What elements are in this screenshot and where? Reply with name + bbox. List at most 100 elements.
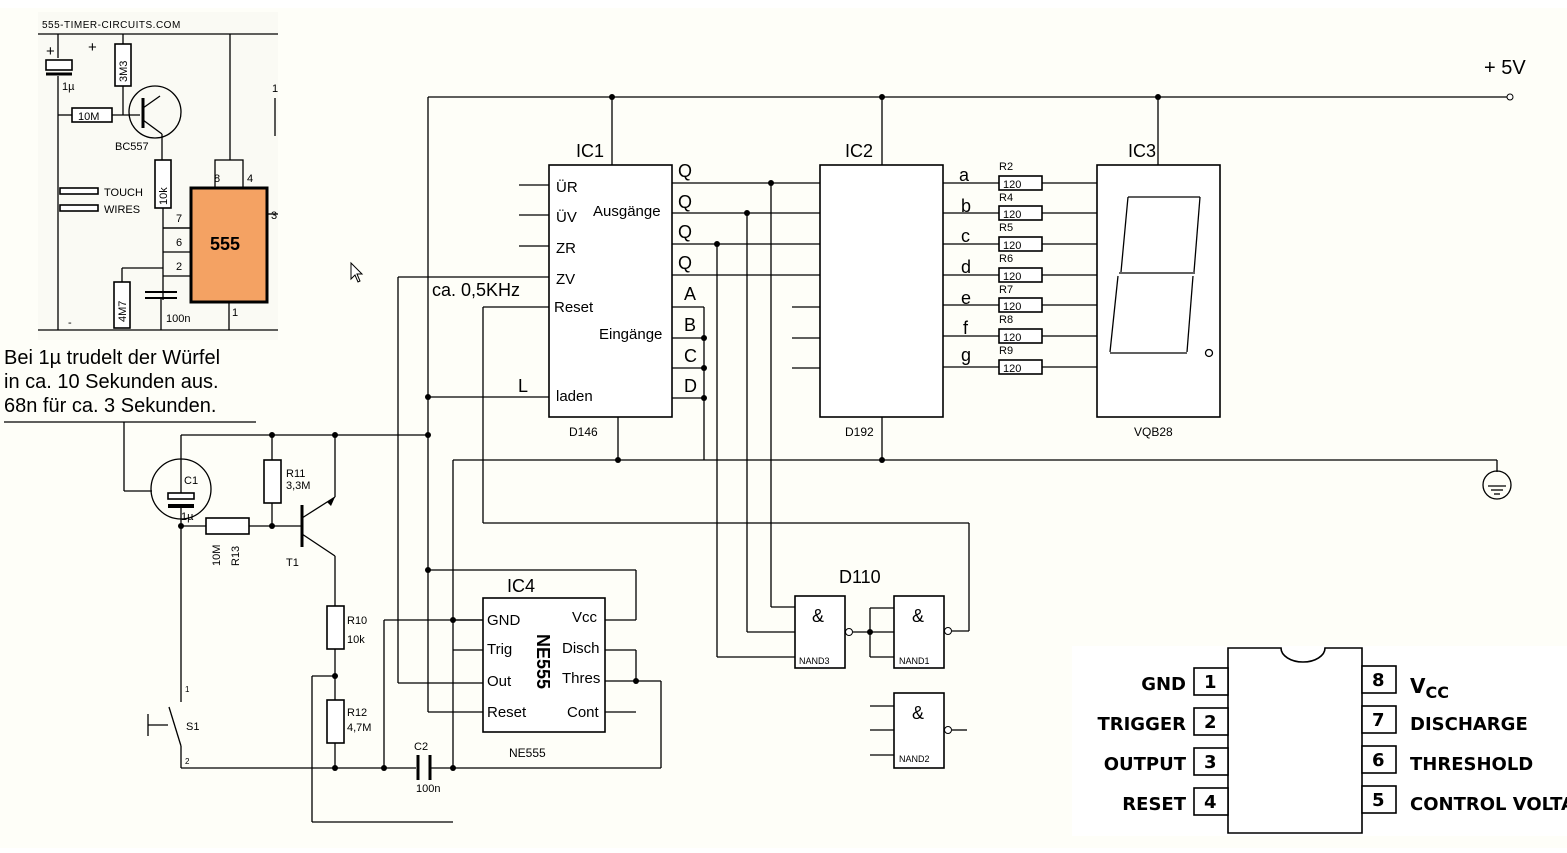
- ic1-input-b: B: [684, 315, 696, 335]
- r12-value: 4,7M: [347, 722, 371, 734]
- c1-label: C1: [184, 475, 198, 487]
- resistor-r12: [326, 699, 345, 744]
- segment-g-label: g: [961, 345, 971, 365]
- ic1-q2: Q: [678, 192, 692, 212]
- inset-3m3-label: 3M3: [118, 61, 130, 82]
- resistor-r10: [326, 605, 345, 650]
- ic1-counter: IC1 D146 ÜR ÜV ZR ZV Reset laden Ausgäng…: [398, 141, 820, 460]
- r7-label: R7: [999, 284, 1013, 296]
- nand1-label: NAND1: [899, 656, 930, 666]
- r9-label: R9: [999, 345, 1013, 357]
- inset-touch-wire-1: [59, 187, 99, 195]
- ic1-body: [548, 164, 673, 418]
- r11-label: R11: [286, 468, 305, 480]
- ic1-q1: Q: [678, 161, 692, 181]
- pinout-label-trigger: TRIGGER: [1097, 714, 1186, 735]
- ic2-name: IC2: [845, 141, 873, 161]
- inset-pin-7: 7: [176, 213, 182, 225]
- inset-cap-value: 1µ: [62, 81, 75, 93]
- segment-e-label: e: [961, 288, 971, 308]
- r2-value: 120: [1003, 179, 1021, 191]
- ic4-body: [482, 597, 606, 733]
- inset-555-chip: [189, 186, 269, 304]
- ic3-body: [1096, 164, 1221, 418]
- segment-d-label: d: [961, 257, 971, 277]
- r2-label: R2: [999, 161, 1013, 173]
- r8-value: 120: [1003, 332, 1021, 344]
- inset-pin-2: 2: [176, 261, 182, 273]
- inset-wires-label: WIRES: [104, 204, 140, 216]
- pinout-label-threshold: THRESHOLD: [1410, 754, 1533, 775]
- ic4-pin-reset: Reset: [487, 704, 527, 721]
- c2-value: 100n: [416, 783, 440, 795]
- ic4-type: NE555: [509, 746, 546, 760]
- resistor-r13: [205, 517, 250, 535]
- resistor-r2: [998, 175, 1043, 191]
- c2-label: C2: [414, 741, 428, 753]
- resistor-r9: [998, 359, 1043, 375]
- segment-a-label: a: [959, 165, 970, 185]
- ic1-outputs-label: Ausgänge: [593, 203, 661, 220]
- ic4-pin-gnd: GND: [487, 612, 521, 629]
- inset-plus-2: +: [88, 39, 97, 56]
- ic4-name: IC4: [507, 576, 535, 596]
- inset-transistor: [128, 85, 182, 139]
- ic2-body: [819, 164, 944, 418]
- ic2-type: D192: [845, 425, 874, 439]
- nand2-gate: [893, 692, 945, 769]
- resistor-r5: [998, 236, 1043, 252]
- seven-segment-icon: [1109, 196, 1214, 358]
- supply-label: + 5V: [1484, 57, 1526, 79]
- pinout-num-1: 1: [1204, 672, 1217, 693]
- ground-symbol-icon: [1482, 470, 1512, 500]
- resistor-r4: [998, 205, 1043, 221]
- segment-c-label: c: [961, 226, 970, 246]
- ic1-input-zr: ZR: [556, 240, 576, 257]
- d110-gates: D110 & NAND3 & NAND1 & NAND2: [794, 567, 969, 769]
- ic4-pin-out: Out: [487, 673, 512, 690]
- mouse-cursor-icon: [350, 261, 364, 283]
- nand3-label: NAND3: [799, 656, 830, 666]
- gate-wiring: [482, 183, 970, 658]
- inset-pin-3: 3: [271, 210, 277, 222]
- resistor-r6: [998, 267, 1043, 283]
- ic4-pin-thres: Thres: [562, 670, 600, 687]
- timing-note: Bei 1µ trudelt der Würfel in ca. 10 Seku…: [4, 347, 256, 423]
- ic1-input-c: C: [684, 346, 697, 366]
- ic4-pin-trig: Trig: [487, 641, 512, 658]
- pinout-chip-body: [1227, 647, 1363, 834]
- ic1-input-d: D: [684, 376, 697, 396]
- ic1-l-label: L: [518, 376, 528, 396]
- ic1-type: D146: [569, 425, 598, 439]
- inset-site-label: 555-TIMER-CIRCUITS.COM: [42, 20, 181, 31]
- ic1-input-laden: laden: [556, 388, 593, 405]
- ic4-pin-cont: Cont: [567, 704, 600, 721]
- r4-value: 120: [1003, 209, 1021, 221]
- pinout-label-gnd: GND: [1141, 674, 1186, 695]
- r13-value: 10M: [211, 545, 223, 566]
- pinout-num-4: 4: [1204, 792, 1217, 813]
- r9-value: 120: [1003, 363, 1021, 375]
- r7-value: 120: [1003, 301, 1021, 313]
- segment-b-label: b: [961, 196, 971, 216]
- resistor-r7: [998, 297, 1043, 313]
- inset-transistor-label: BC557: [115, 141, 149, 153]
- nand3-gate: [794, 595, 846, 669]
- pinout-label-output: OUTPUT: [1104, 754, 1187, 775]
- r12-label: R12: [347, 707, 367, 719]
- nand2-label: NAND2: [899, 754, 930, 764]
- inset-555-label: 555: [210, 234, 240, 254]
- r8-label: R8: [999, 314, 1013, 326]
- inset-minus: -: [68, 317, 72, 329]
- ic4-pin-disch: Disch: [562, 640, 600, 657]
- ic1-inputs-label: Eingänge: [599, 326, 662, 343]
- gates-group-label: D110: [839, 567, 881, 587]
- ic3-display: IC3 VQB28: [1096, 141, 1221, 439]
- inset-pin-right-1: 1: [272, 83, 278, 95]
- ic1-name: IC1: [576, 141, 604, 161]
- inset-pin-1: 1: [232, 307, 238, 319]
- r5-label: R5: [999, 222, 1013, 234]
- inset-pin-8: 8: [214, 173, 220, 185]
- pinout-num-8: 8: [1372, 670, 1385, 691]
